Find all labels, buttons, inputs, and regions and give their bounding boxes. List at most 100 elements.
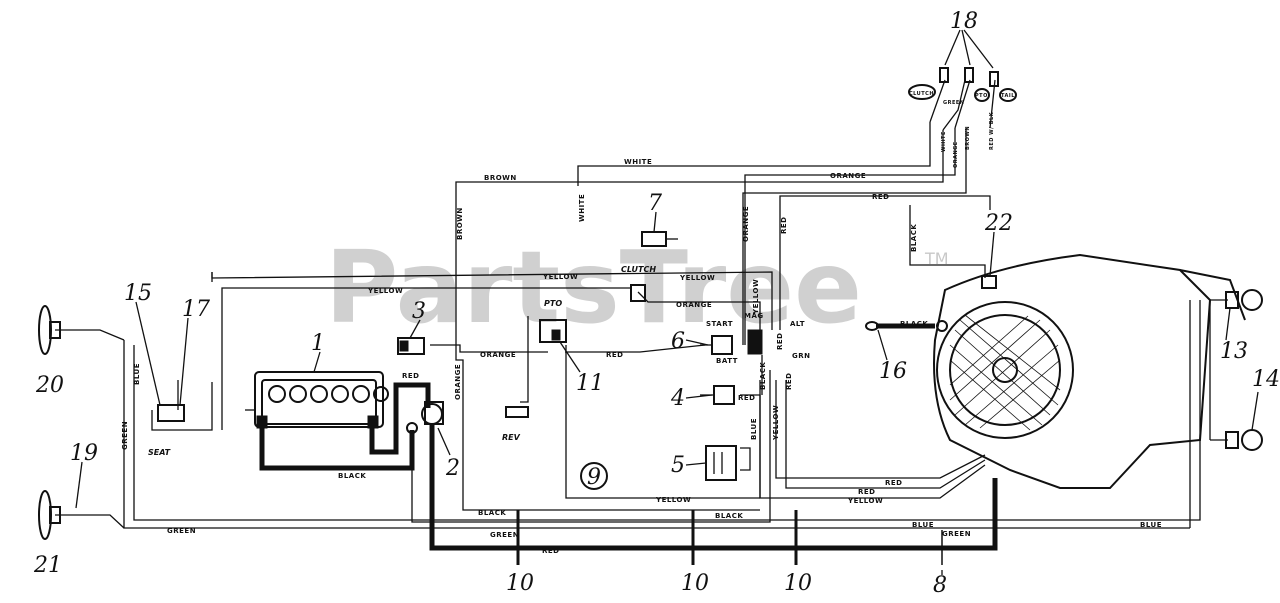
label-pto-switch: PTO	[975, 93, 988, 99]
wire-label: WHITE	[941, 131, 947, 152]
label-start: START	[706, 320, 733, 328]
wire-label: RED	[785, 373, 793, 390]
wire-label: BROWN	[484, 174, 517, 182]
callout-5: 5	[671, 453, 685, 478]
clutch-plug	[630, 284, 646, 302]
wire-label: BLACK	[338, 472, 366, 480]
wire-label: ORANGE	[953, 141, 959, 168]
callout-17: 17	[182, 297, 210, 322]
wire-label: BLUE	[1140, 521, 1162, 529]
component-labels: CLUTCH PTO REV SEAT MAG START BATT ALT G…	[148, 91, 1015, 457]
wire-label: RED W/ BLK	[989, 111, 995, 150]
callout-13: 13	[1220, 339, 1248, 364]
wire-label: BLACK	[478, 509, 506, 517]
callout-15: 15	[124, 281, 152, 306]
wire-label: YELLOW	[752, 279, 760, 315]
label-grn: GRN	[792, 352, 811, 360]
engine	[933, 253, 1246, 489]
wire-label: YELLOW	[847, 497, 883, 505]
callout-19: 19	[70, 441, 98, 466]
callout-10a: 10	[506, 571, 534, 596]
callout-3: 3	[412, 299, 426, 324]
solenoid	[406, 401, 444, 434]
wire-label: RED	[606, 351, 623, 359]
switch-cluster-18	[908, 67, 1017, 102]
ignition-switch	[700, 329, 763, 355]
wire-label: WHITE	[578, 194, 586, 222]
tail-lamp-13	[1225, 289, 1263, 311]
thin-wires	[55, 29, 1228, 529]
pto-switch	[539, 319, 567, 343]
label-tail: TAIL	[1001, 93, 1015, 99]
wire-label: RED	[780, 217, 788, 234]
wire-label: BROWN	[965, 126, 971, 150]
wire-label: BLACK	[715, 512, 743, 520]
callout-20: 20	[35, 373, 64, 398]
wire-label: RED	[738, 394, 755, 402]
headlight-20	[38, 305, 61, 355]
key-switch	[700, 385, 735, 405]
wire-label: YELLOW	[367, 287, 403, 295]
callout-14: 14	[1252, 367, 1280, 392]
label-pto: PTO	[544, 299, 562, 308]
wire-label: YELLOW	[772, 405, 780, 441]
label-clutch: CLUTCH	[621, 265, 656, 274]
wire-label: BLACK	[910, 224, 918, 252]
headlight-21	[38, 490, 61, 540]
wire-label: BLUE	[912, 521, 934, 529]
callout-21: 21	[33, 553, 62, 578]
wire-label: RED	[402, 372, 419, 380]
wire-labels: WHITE BROWN ORANGE RED YELLOW YELLOW YEL…	[121, 100, 1162, 555]
wire-label: ORANGE	[454, 364, 462, 400]
wire-label: GREEN	[490, 531, 519, 539]
watermark-tm: TM	[924, 249, 949, 268]
wire-label: RED	[872, 193, 889, 201]
fuse-holder	[397, 337, 425, 355]
callout-16: 16	[879, 359, 907, 384]
label-mag: MAG	[744, 312, 764, 320]
callout-9: 9	[587, 465, 601, 490]
callout-9-circle	[580, 462, 608, 490]
label-rev: REV	[502, 433, 521, 442]
wire-label: ORANGE	[676, 301, 712, 309]
wire-label: BLUE	[750, 418, 758, 440]
wire-label: BLUE	[133, 363, 141, 385]
seat-switch	[157, 404, 185, 422]
wire-label: RED	[776, 333, 784, 350]
wire-label: ORANGE	[480, 351, 516, 359]
callout-11: 11	[576, 371, 604, 396]
oil-sensor	[981, 275, 997, 289]
module	[705, 445, 737, 481]
callout-numbers: 1 2 3 4 5 6 7 8 9 10 10 10 11 13 14 15 1…	[33, 9, 1280, 598]
wire-label: GREEN	[167, 527, 196, 535]
label-alt: ALT	[790, 320, 805, 328]
wire-label: WHITE	[624, 158, 652, 166]
wire-label: RED	[858, 488, 875, 496]
callout-10c: 10	[784, 571, 812, 596]
callout-leaders	[75, 211, 1259, 575]
tail-lamp-14	[1225, 429, 1263, 451]
label-seat: SEAT	[148, 448, 171, 457]
wire-label: GREEN	[942, 530, 971, 538]
callout-4: 4	[670, 386, 685, 411]
callout-22: 22	[984, 211, 1013, 236]
battery	[245, 371, 389, 429]
wire-label: ORANGE	[742, 206, 750, 242]
connector-nodes	[516, 510, 943, 565]
wire-label: YELLOW	[542, 273, 578, 281]
wire-label: GREEN	[121, 421, 129, 450]
callout-2: 2	[445, 456, 460, 481]
wire-label: RED	[885, 479, 902, 487]
wire-label: RED	[542, 547, 559, 555]
wire-label: YELLOW	[679, 274, 715, 282]
wire-label: YELLOW	[655, 496, 691, 504]
rev-switch	[505, 406, 529, 418]
wire-label: BLACK	[759, 362, 767, 390]
label-batt: BATT	[716, 357, 738, 365]
thick-wires	[259, 323, 998, 551]
callout-8: 8	[933, 573, 947, 598]
callout-6: 6	[671, 329, 685, 354]
label-clutch-switch: CLUTCH	[909, 91, 934, 97]
callout-10b: 10	[681, 571, 709, 596]
